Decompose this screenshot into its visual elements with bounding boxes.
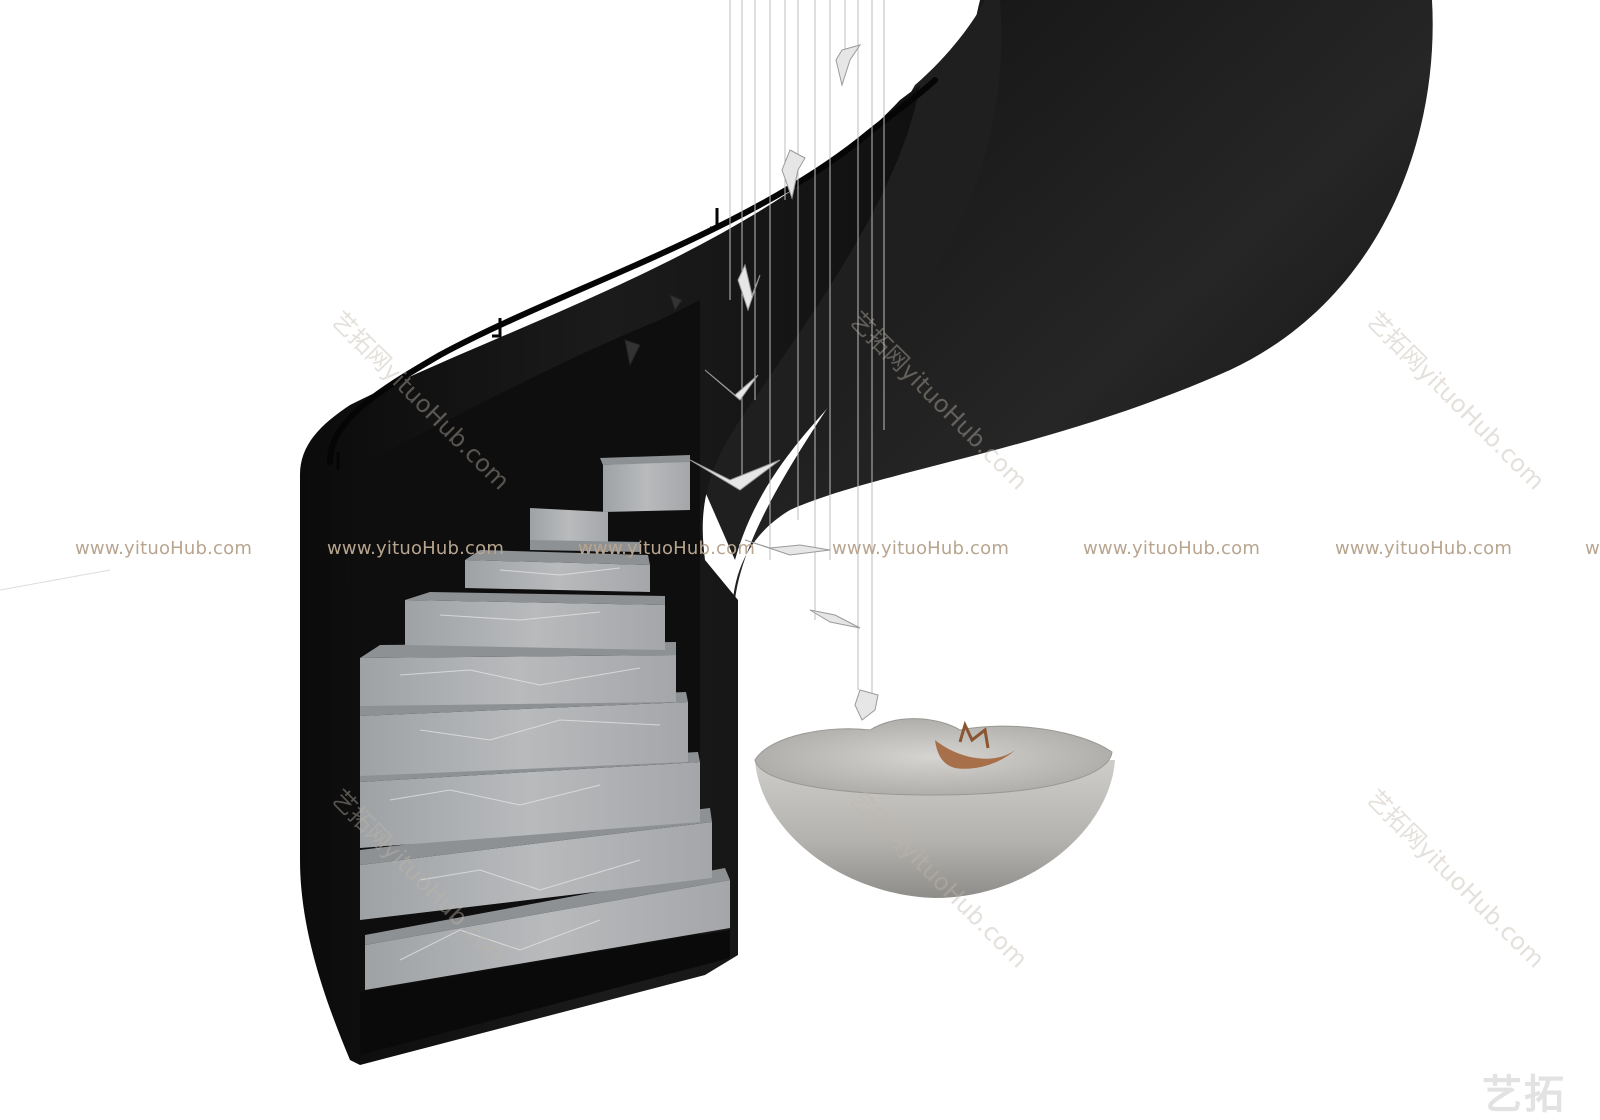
bird [835, 44, 862, 87]
bird [737, 263, 761, 312]
bird [781, 149, 806, 200]
step [365, 868, 730, 990]
watermark-text: www.yituoHub.com [327, 538, 505, 559]
stair-ribbon-upper [732, 0, 1433, 650]
bird [689, 459, 781, 491]
handrail-bracket [710, 208, 719, 230]
step [600, 455, 690, 512]
watermark-row: www.yituoHub.com www.yituoHub.com www.yi… [0, 538, 1600, 568]
marble-steps [360, 455, 730, 990]
marble-veins [389, 567, 661, 961]
step [405, 592, 665, 650]
bird [854, 689, 879, 721]
watermark-text: www.yituoHub.com [1335, 538, 1513, 559]
bird [704, 369, 759, 401]
stair-base [360, 930, 730, 1055]
basin-top [754, 718, 1113, 796]
bird [624, 339, 641, 367]
boat-mast [958, 720, 990, 749]
bird [744, 539, 831, 556]
bird [809, 609, 861, 629]
boat [935, 740, 1015, 769]
step [530, 508, 640, 552]
handrail [327, 77, 938, 465]
watermark-text: www.yituoHub.com [75, 538, 253, 559]
watermark-text: www.yituoHub.com [832, 538, 1010, 559]
watermark-text: www.yituoHub.com [578, 538, 756, 559]
watermark-text: w [1585, 538, 1600, 559]
stair-ribbon-inner [700, 0, 1002, 560]
bird [669, 294, 683, 312]
birds [624, 44, 879, 721]
handrail-bracket [492, 318, 502, 338]
basin-bowl [755, 760, 1115, 898]
watermark-logo: 艺拓 [1482, 1072, 1566, 1118]
guide-line [0, 569, 111, 591]
stone-basin [754, 718, 1115, 898]
watermark-text: www.yituoHub.com [1083, 538, 1261, 559]
step [465, 550, 650, 592]
